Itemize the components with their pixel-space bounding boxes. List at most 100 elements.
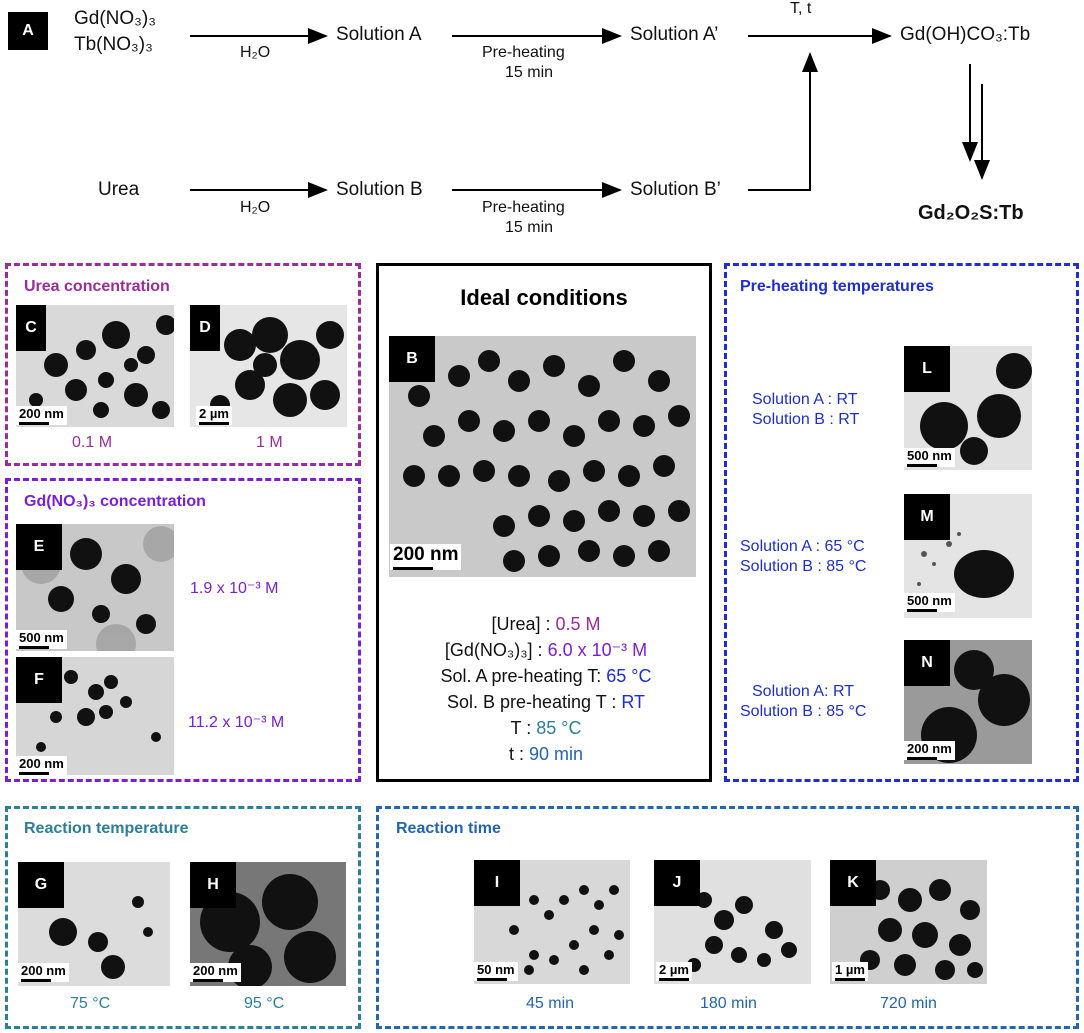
panel-label-a: A — [8, 12, 48, 50]
scale-bar-m: 500 nm — [904, 593, 955, 612]
gd-nitrate-label: Gd(NO₃)₃ — [74, 8, 156, 29]
caption-e: 1.9 x 10⁻³ M — [190, 580, 279, 597]
solution-b-label: Solution B — [336, 179, 423, 200]
solution-a-prime-label: Solution A’ — [630, 24, 719, 45]
condition-temp: T : 85 °C — [376, 718, 716, 739]
micrograph-f — [16, 657, 174, 775]
panel-label-d: D — [190, 305, 220, 351]
preheat-m-line2: Solution B : 85 °C — [740, 558, 867, 575]
condition-urea-key: [Urea] : — [491, 614, 556, 634]
h2o-bottom-label: H₂O — [240, 199, 271, 216]
scale-bar-j: 2 µm — [656, 962, 692, 981]
condition-time-key: t : — [508, 744, 529, 764]
urea-panel-title: Urea concentration — [24, 278, 170, 295]
scale-bar-n: 200 nm — [904, 741, 955, 760]
panel-label-i: I — [474, 860, 520, 906]
preheat-top-time: 15 min — [505, 64, 554, 81]
panel-label-n: N — [904, 640, 950, 686]
h2o-top-label: H₂O — [240, 44, 271, 61]
scale-text-c: 200 nm — [19, 406, 64, 421]
scale-bar-e: 500 nm — [16, 630, 67, 649]
condition-solb-value: RT — [621, 692, 646, 712]
preheat-n-line2: Solution B : 85 °C — [740, 703, 867, 720]
condition-gd: [Gd(NO₃)₃] : 6.0 x 10⁻³ M — [376, 640, 716, 661]
condition-solb: Sol. B pre-heating T : RT — [376, 692, 716, 713]
scale-bar-l: 500 nm — [904, 448, 955, 467]
caption-j: 180 min — [700, 995, 757, 1012]
preheat-bottom-label: Pre-heating — [482, 199, 565, 216]
preheat-l-line2: Solution B : RT — [752, 411, 860, 428]
scale-text-j: 2 µm — [659, 962, 689, 977]
reaction-temp-title: Reaction temperature — [24, 820, 189, 837]
solution-b-prime-label: Solution B’ — [630, 179, 721, 200]
solution-a-label: Solution A — [336, 24, 422, 45]
ideal-conditions-panel — [376, 263, 712, 782]
condition-temp-key: T : — [510, 718, 537, 738]
scale-text-e: 500 nm — [19, 630, 64, 645]
condition-gd-key: [Gd(NO₃)₃] : — [444, 640, 548, 660]
scale-text-f: 200 nm — [19, 756, 64, 771]
reaction-time-panel — [376, 806, 1079, 1029]
panel-label-j: J — [654, 860, 700, 906]
micrograph-k — [830, 860, 987, 984]
scale-bar-h: 200 nm — [190, 963, 241, 982]
panel-label-h: H — [190, 862, 236, 908]
condition-solb-key: Sol. B pre-heating T : — [446, 692, 622, 712]
condition-urea-value: 0.5 M — [555, 614, 601, 634]
gd-concentration-panel — [5, 478, 361, 782]
scale-text-l: 500 nm — [907, 448, 952, 463]
panel-label-k: K — [830, 860, 876, 906]
condition-time: t : 90 min — [376, 744, 716, 765]
caption-c: 0.1 M — [72, 434, 113, 451]
preheat-bottom-time: 15 min — [505, 219, 554, 236]
panel-label-m: M — [904, 494, 950, 540]
scheme-arrows — [190, 28, 990, 198]
panel-label-b: B — [389, 336, 435, 382]
caption-i: 45 min — [526, 995, 575, 1012]
scale-bar-f: 200 nm — [16, 756, 67, 775]
scale-text-b: 200 nm — [393, 544, 459, 565]
preheat-panel-title: Pre-heating temperatures — [740, 278, 934, 295]
final-product-label: Gd₂O₂S:Tb — [918, 202, 1024, 224]
panel-label-f: F — [16, 657, 62, 703]
caption-f: 11.2 x 10⁻³ M — [188, 714, 285, 731]
scale-bar-c: 200 nm — [16, 406, 67, 425]
scale-bar-g: 200 nm — [18, 963, 69, 982]
scale-text-k: 1 µm — [835, 962, 865, 977]
panel-label-c: C — [16, 305, 46, 351]
condition-gd-value: 6.0 x 10⁻³ M — [547, 640, 648, 660]
ideal-conditions-list: [Urea] : 0.5 M [Gd(NO₃)₃] : 6.0 x 10⁻³ M… — [376, 0, 716, 1033]
product-label: Gd(OH)CO₃:Tb — [900, 24, 1031, 45]
urea-concentration-panel — [5, 263, 361, 466]
condition-urea: [Urea] : 0.5 M — [376, 614, 716, 635]
reaction-time-title: Reaction time — [396, 820, 501, 837]
micrograph-b — [389, 336, 696, 577]
ideal-panel-title: Ideal conditions — [460, 285, 628, 310]
scale-bar-i: 50 nm — [474, 962, 518, 981]
condition-time-value: 90 min — [528, 744, 584, 764]
condition-sola-key: Sol. A pre-heating T: — [440, 666, 607, 686]
scale-bar-d: 2 µm — [196, 406, 232, 425]
scale-text-n: 200 nm — [907, 741, 952, 756]
tb-nitrate-label: Tb(NO₃)₃ — [74, 34, 153, 55]
scale-text-h: 200 nm — [193, 963, 238, 978]
caption-k: 720 min — [880, 995, 937, 1012]
scale-text-m: 500 nm — [907, 593, 952, 608]
condition-sola: Sol. A pre-heating T: 65 °C — [376, 666, 716, 687]
scale-text-g: 200 nm — [21, 963, 66, 978]
preheat-n-line1: Solution A: RT — [752, 683, 854, 700]
micrograph-e — [16, 524, 174, 651]
caption-d: 1 M — [256, 434, 283, 451]
scale-text-i: 50 nm — [477, 962, 515, 977]
caption-h: 95 °C — [244, 995, 285, 1012]
preheat-m-line1: Solution A : 65 °C — [740, 538, 865, 555]
preheating-panel — [724, 263, 1079, 782]
reaction-tt-label: T, t — [790, 0, 812, 17]
reaction-temperature-panel — [5, 806, 361, 1029]
scale-bar-b: 200 nm — [390, 544, 462, 570]
panel-label-l: L — [904, 346, 950, 392]
gd-panel-title: Gd(NO₃)₃ concentration — [24, 493, 206, 510]
preheat-top-label: Pre-heating — [482, 44, 565, 61]
scale-bar-k: 1 µm — [832, 962, 868, 981]
preheat-l-line1: Solution A : RT — [752, 391, 858, 408]
